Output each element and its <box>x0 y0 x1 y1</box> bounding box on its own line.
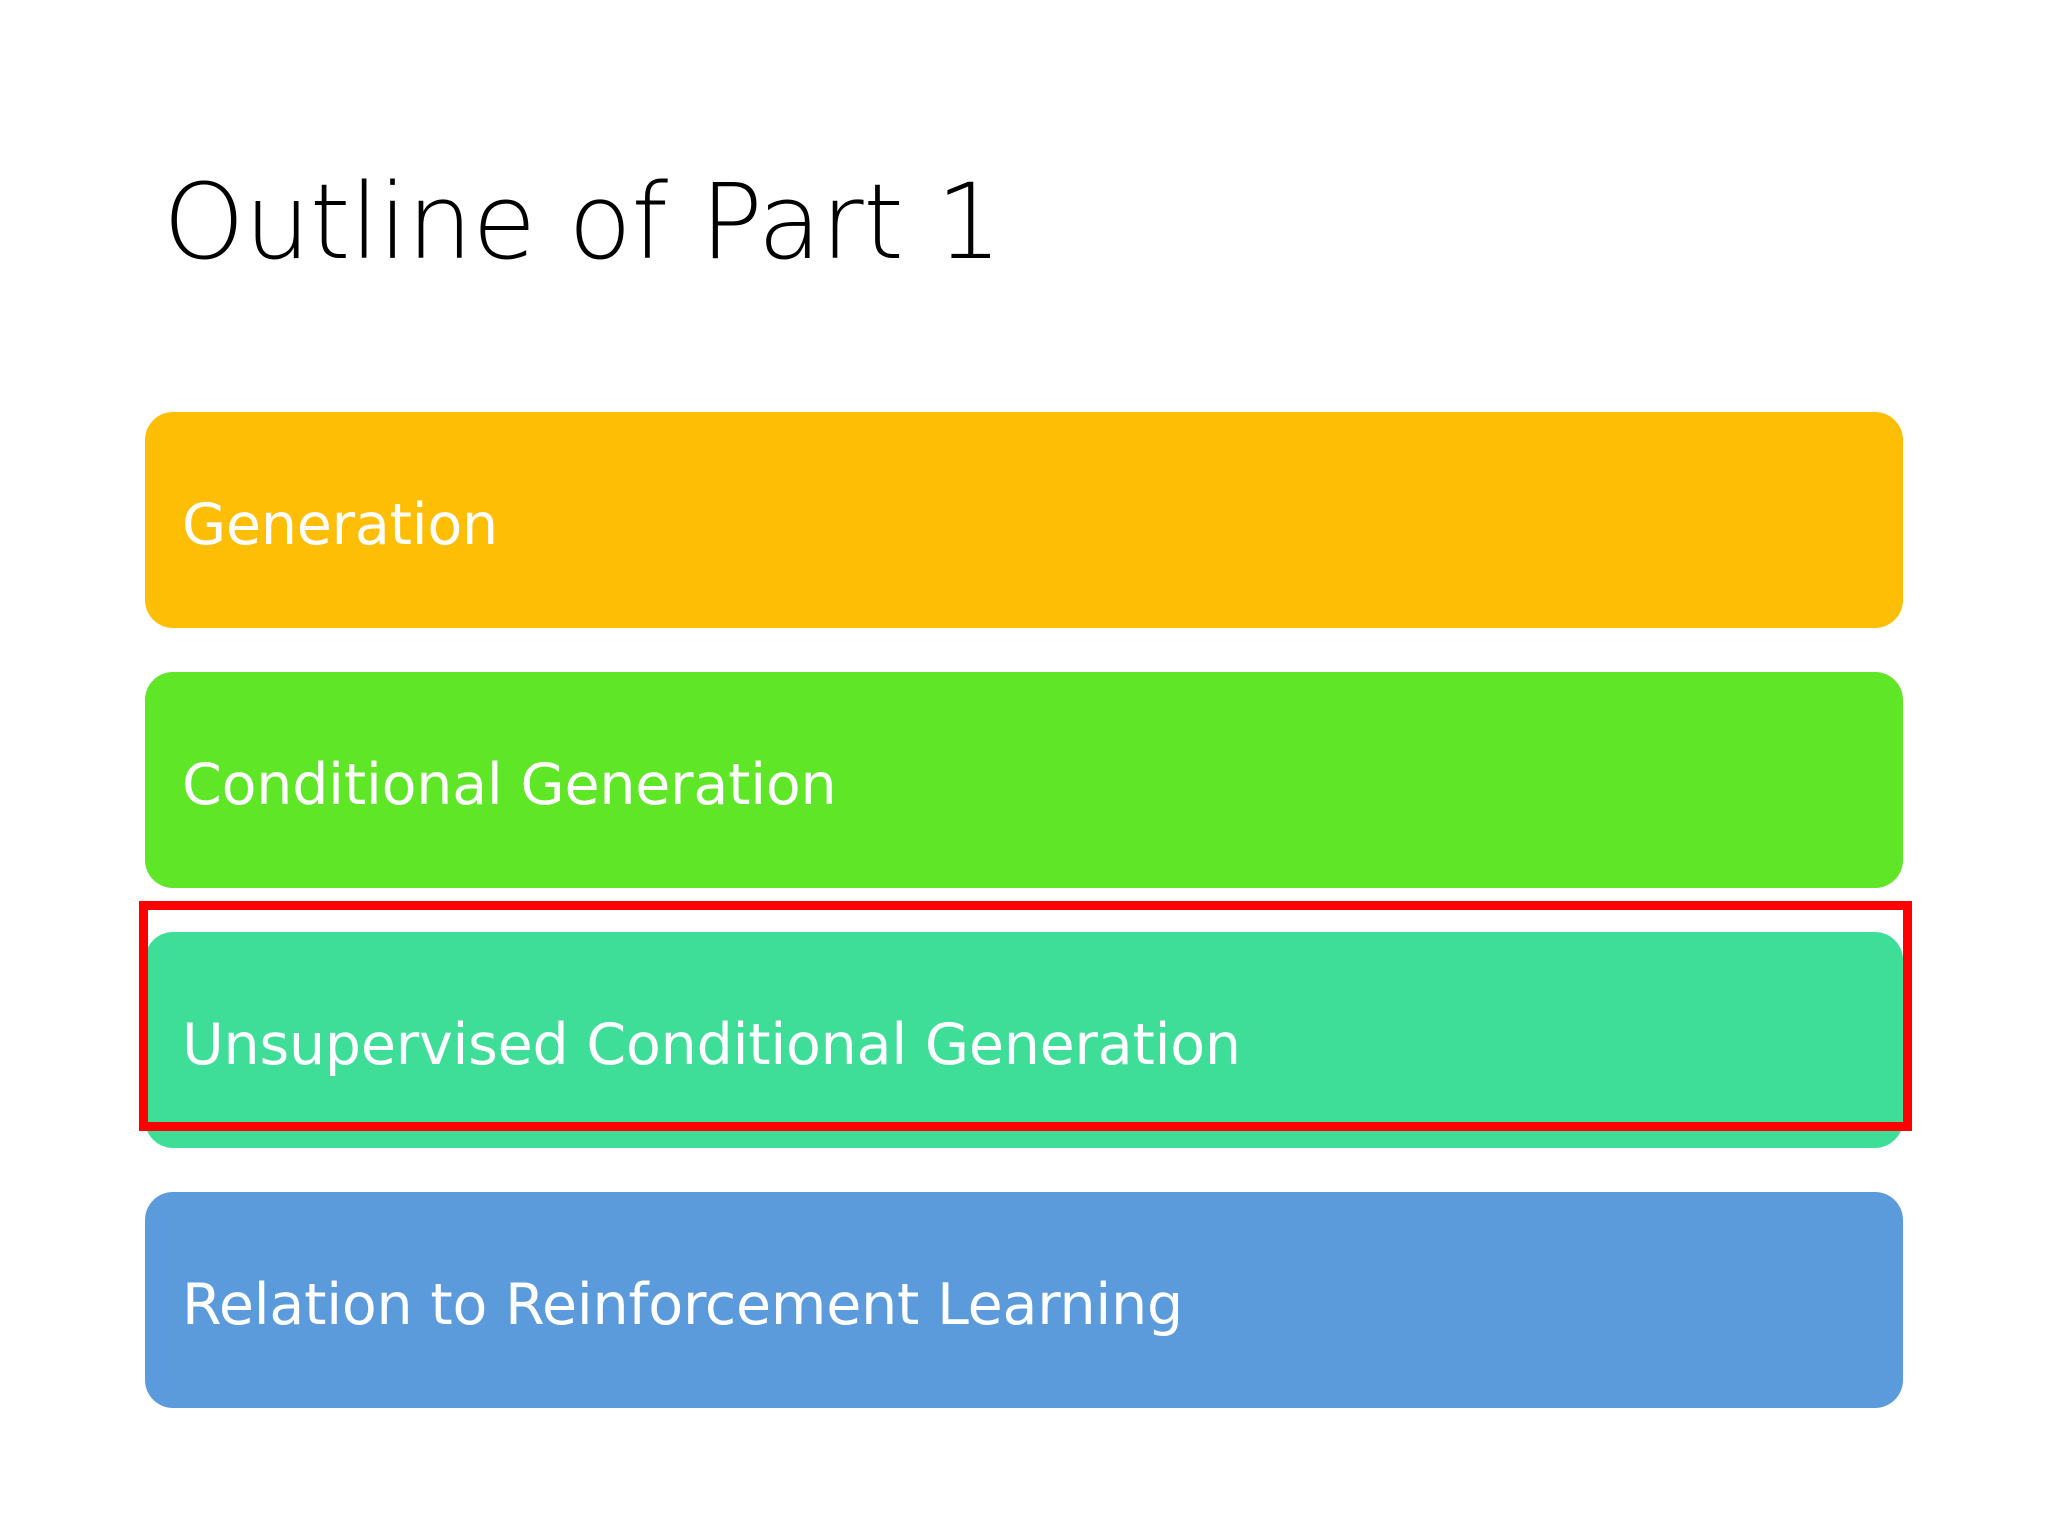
outline-item-label: Unsupervised Conditional Generation <box>182 1012 1241 1078</box>
outline-item-label: Relation to Reinforcement Learning <box>182 1272 1183 1338</box>
outline-item-unsupervised-conditional-generation[interactable]: Unsupervised Conditional Generation <box>145 932 1903 1148</box>
outline-item-label: Generation <box>182 492 498 558</box>
page-title: Outline of Part 1 <box>163 161 1002 283</box>
outline-list: Generation Conditional Generation Unsupe… <box>145 412 1903 1408</box>
outline-item-relation-to-reinforcement-learning[interactable]: Relation to Reinforcement Learning <box>145 1192 1903 1408</box>
outline-item-conditional-generation[interactable]: Conditional Generation <box>145 672 1903 888</box>
outline-item-label: Conditional Generation <box>182 752 837 818</box>
outline-item-generation[interactable]: Generation <box>145 412 1903 628</box>
